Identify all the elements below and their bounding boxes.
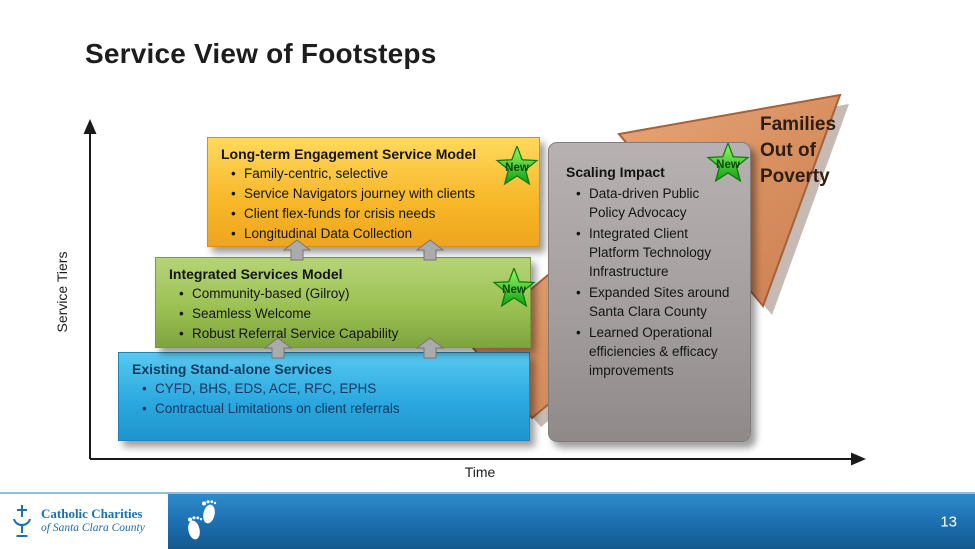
x-axis — [90, 452, 866, 466]
bullet-item: Contractual Limitations on client referr… — [142, 399, 519, 419]
y-axis — [83, 119, 97, 459]
new-badge-label: New — [505, 162, 529, 174]
new-badge-star-integrated: New — [492, 268, 536, 308]
org-name: Catholic Charities of Santa Clara County — [41, 506, 145, 535]
bullet-item: Seamless Welcome — [179, 304, 520, 324]
y-axis-arrowhead-icon — [83, 119, 97, 134]
new-badge-star-scaling: New — [706, 143, 750, 183]
bullet-list: Data-driven Public Policy Advocacy Integ… — [565, 185, 738, 380]
star-icon — [706, 143, 750, 183]
families-out-of-poverty-label: Families Out of Poverty — [760, 112, 836, 190]
bullet-list: Community-based (Gilroy) Seamless Welcom… — [168, 284, 520, 344]
x-axis-label: Time — [464, 464, 496, 480]
existing-services-box: Existing Stand-alone Services CYFD, BHS,… — [118, 352, 530, 441]
up-arrow-icon — [415, 239, 445, 261]
footer-bar: Catholic Charities of Santa Clara County… — [0, 492, 975, 549]
bullet-item: Data-driven Public Policy Advocacy — [576, 185, 738, 222]
bullet-item: Robust Referral Service Capability — [179, 324, 520, 344]
org-name-line1: Catholic Charities — [41, 506, 143, 522]
page-title: Service View of Footsteps — [85, 38, 437, 69]
bullet-item: Client flex-funds for crisis needs — [231, 204, 529, 224]
x-axis-arrowhead-icon — [851, 452, 866, 466]
org-name-line2: of Santa Clara County — [41, 522, 145, 535]
new-badge-label: New — [502, 284, 526, 296]
bullet-list: CYFD, BHS, EDS, ACE, RFC, EPHS Contractu… — [131, 379, 519, 419]
up-arrow-icon — [282, 239, 312, 261]
label-line: Poverty — [760, 166, 830, 187]
bullet-item: Service Navigators journey with clients — [231, 184, 529, 204]
box-title: Long-term Engagement Service Model — [221, 146, 477, 162]
bullet-item: Family-centric, selective — [231, 164, 529, 184]
bullet-list: Family-centric, selective Service Naviga… — [220, 164, 529, 244]
footprints-icon — [188, 500, 217, 540]
bullet-item: Longitudinal Data Collection — [231, 224, 529, 244]
box-title: Integrated Services Model — [169, 266, 343, 282]
bullet-item: Expanded Sites around Santa Clara County — [576, 284, 738, 321]
bullet-item: Integrated Client Platform Technology In… — [576, 225, 738, 281]
integrated-services-box: Integrated Services Model Community-base… — [155, 257, 531, 348]
new-badge-star-longterm: New — [495, 146, 539, 186]
star-icon — [492, 268, 536, 308]
box-title: Scaling Impact — [566, 164, 665, 180]
label-line: Out of — [760, 140, 816, 161]
bullet-item: Learned Operational efficiencies & effic… — [576, 324, 738, 380]
longterm-engagement-box: Long-term Engagement Service Model Famil… — [207, 137, 540, 247]
bullet-item: CYFD, BHS, EDS, ACE, RFC, EPHS — [142, 379, 519, 399]
catholic-charities-logo: Catholic Charities of Santa Clara County — [0, 494, 168, 549]
up-arrow-icon — [415, 337, 445, 359]
star-icon — [495, 146, 539, 186]
up-arrow-icon — [263, 337, 293, 359]
box-title: Existing Stand-alone Services — [132, 361, 332, 377]
scaling-impact-box: Scaling Impact Data-driven Public Policy… — [548, 142, 751, 442]
new-badge-label: New — [716, 159, 740, 171]
lamp-cross-logo-icon — [13, 504, 31, 537]
label-line: Families — [760, 114, 837, 135]
page-number: 13 — [940, 513, 957, 530]
bullet-item: Community-based (Gilroy) — [179, 284, 520, 304]
